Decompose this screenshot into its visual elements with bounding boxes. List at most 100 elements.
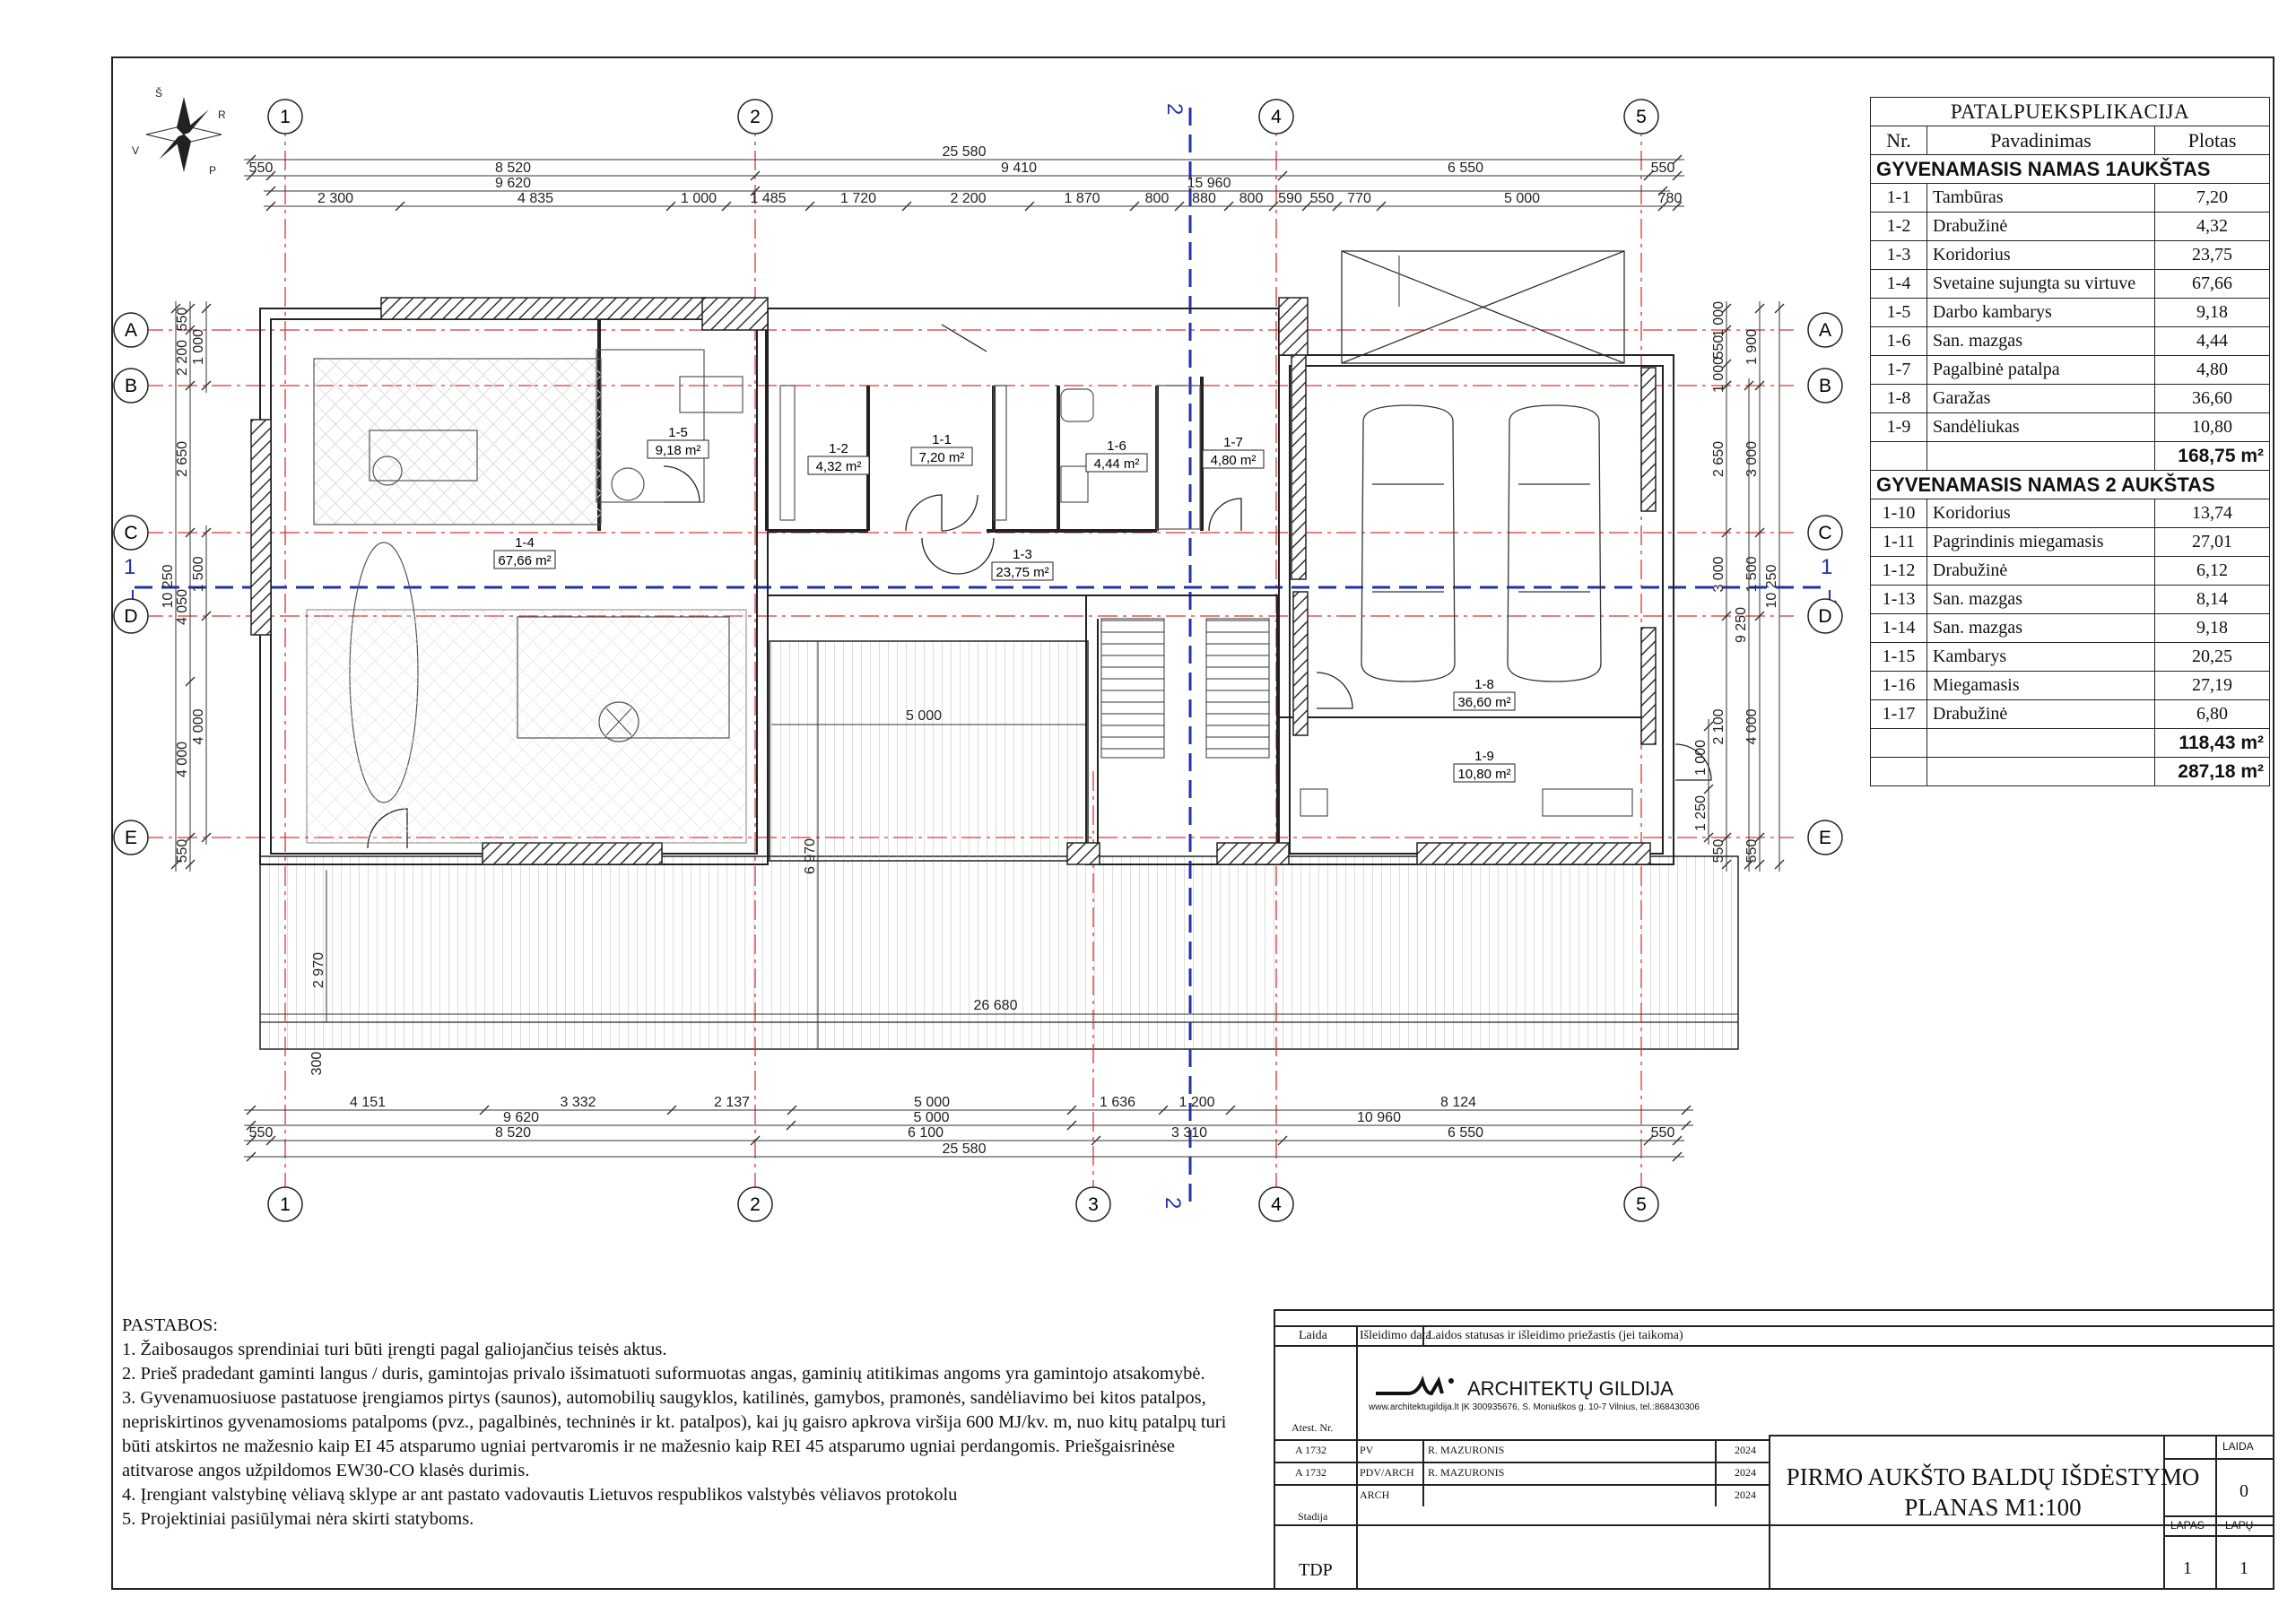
dimension-label: 550 xyxy=(249,161,274,176)
room-id: 1-9 xyxy=(1474,749,1494,764)
dimension-label: 9 620 xyxy=(503,1110,539,1125)
room-nr: 1-13 xyxy=(1870,585,1927,614)
floor2-total: 118,43 m² xyxy=(2154,728,2270,758)
dimension-label: 550 xyxy=(1651,161,1675,176)
room-area: 23,75 m² xyxy=(996,565,1048,580)
room-name: Koridorius xyxy=(1926,499,2155,528)
svg-text:V: V xyxy=(132,144,139,157)
dimension-label: 300 xyxy=(309,1052,325,1076)
grid-bubble xyxy=(267,1186,303,1222)
table-section-row: GYVENAMASIS NAMAS 2 AUKŠTAS xyxy=(1870,470,2270,499)
lapas-value: 1 xyxy=(2183,1558,2192,1578)
person-name: R. MAZURONIS xyxy=(1428,1444,1505,1456)
room-id: 1-1 xyxy=(932,432,952,447)
lapas-label: LAPAS xyxy=(2170,1519,2205,1532)
dimension-label: 6 550 xyxy=(1448,1125,1483,1141)
terrace-inner xyxy=(769,640,1089,862)
dimension-label: 1 000 xyxy=(1711,357,1726,393)
compass-rose: Š R P V xyxy=(132,86,226,177)
svg-text:1: 1 xyxy=(1821,555,1832,579)
note-item: 4. Įrengiant valstybinę vėliavą sklype a… xyxy=(122,1485,958,1505)
grid-label: A xyxy=(1819,320,1831,341)
room-area: 13,74 xyxy=(2154,499,2270,528)
svg-text:2: 2 xyxy=(1162,103,1187,115)
drawing-title: PIRMO AUKŠTO BALDŲ IŠDĖSTYMO PLANAS M1:1… xyxy=(1786,1463,2200,1521)
room-label: 1-59,18 m² xyxy=(647,425,709,459)
room-area: 4,44 xyxy=(2154,326,2270,356)
room-name: San. mazgas xyxy=(1926,585,2155,614)
room-id: 1-2 xyxy=(829,441,848,456)
room-area: 67,66 xyxy=(2154,269,2270,299)
room-area: 9,18 xyxy=(2154,613,2270,643)
dimension-label: 550 xyxy=(1651,1125,1675,1141)
terrace-deck xyxy=(259,855,1739,1050)
dimension-label: 2 137 xyxy=(714,1095,750,1110)
room-area: 7,20 m² xyxy=(919,450,965,465)
grid-label: 5 xyxy=(1636,1194,1647,1215)
dimension-label: 2 200 xyxy=(950,191,986,206)
dimension-label: 550 xyxy=(175,308,190,332)
dimension-label: 9 250 xyxy=(1734,607,1749,643)
lapu-value: 1 xyxy=(2239,1558,2248,1578)
room-id: 1-7 xyxy=(1223,435,1243,450)
dimension-label: 1 500 xyxy=(191,556,206,592)
floor1-total: 168,75 m² xyxy=(2154,441,2270,471)
room-name: Pagalbinė patalpa xyxy=(1926,355,2155,385)
grid-label: 3 xyxy=(1088,1194,1099,1215)
grid-label: 1 xyxy=(280,1194,291,1215)
person-year: 2024 xyxy=(1735,1444,1756,1456)
room-name: Garažas xyxy=(1926,384,2155,413)
grid-bubble xyxy=(113,820,149,855)
dimension-label: 9 410 xyxy=(1001,161,1037,176)
room-id: 1-6 xyxy=(1107,438,1126,454)
table-total-row: 168,75 m² xyxy=(1870,441,2270,471)
dimension-label: 550 xyxy=(249,1125,274,1141)
dimension-label: 2 650 xyxy=(175,441,190,477)
room-nr: 1-4 xyxy=(1870,269,1927,299)
grid-bubble xyxy=(113,598,149,634)
section-lines xyxy=(135,108,1830,1206)
svg-text:P: P xyxy=(209,164,216,177)
status-label: Laidos statusas ir išleidimo priežastis … xyxy=(1428,1329,1683,1342)
dimension-label: 1 000 xyxy=(681,191,717,206)
room-name: Kambarys xyxy=(1926,642,2155,672)
room-nr: 1-8 xyxy=(1870,384,1927,413)
grid-bubble xyxy=(1623,1186,1659,1222)
table-total-row: 287,18 m² xyxy=(1870,757,2270,786)
dimension-label: 1 485 xyxy=(750,191,786,206)
grid-bubble xyxy=(267,99,303,135)
person-name: R. MAZURONIS xyxy=(1428,1466,1505,1479)
room-area: 67,66 m² xyxy=(498,553,551,568)
room-area: 4,80 m² xyxy=(1211,453,1257,468)
table-cell xyxy=(1870,441,1927,471)
grid-bubble xyxy=(1258,99,1294,135)
table-cell xyxy=(1926,728,2155,758)
dimension-label: 3 310 xyxy=(1171,1125,1207,1141)
grid-label: C xyxy=(1818,523,1831,543)
dimension-label: 8 124 xyxy=(1440,1095,1476,1110)
dimension-label: 550 xyxy=(1711,335,1726,360)
room-area: 6,12 xyxy=(2154,556,2270,586)
grid-bubble xyxy=(737,99,773,135)
room-nr: 1-5 xyxy=(1870,298,1927,327)
grid-label: A xyxy=(125,320,137,341)
grid-bubble xyxy=(1258,1186,1294,1222)
wall-hatching xyxy=(250,297,1657,865)
issue-date-label: Išleidimo data xyxy=(1360,1329,1431,1342)
laida-value: 0 xyxy=(2239,1481,2248,1501)
company-info: www.architektugildija.lt ĮK 300935676, S… xyxy=(1369,1402,1700,1412)
room-name: Pagrindinis miegamasis xyxy=(1926,527,2155,557)
dimension-label: 880 xyxy=(1192,191,1216,206)
dimension-label: 5 000 xyxy=(913,1110,949,1125)
grid-label: 2 xyxy=(750,107,761,127)
room-name: Drabužinė xyxy=(1926,212,2155,241)
drawing-frame xyxy=(111,56,2274,1590)
dimension-label: 1 900 xyxy=(1744,329,1760,365)
svg-text:R: R xyxy=(218,108,226,121)
room-area: 23,75 xyxy=(2154,240,2270,270)
